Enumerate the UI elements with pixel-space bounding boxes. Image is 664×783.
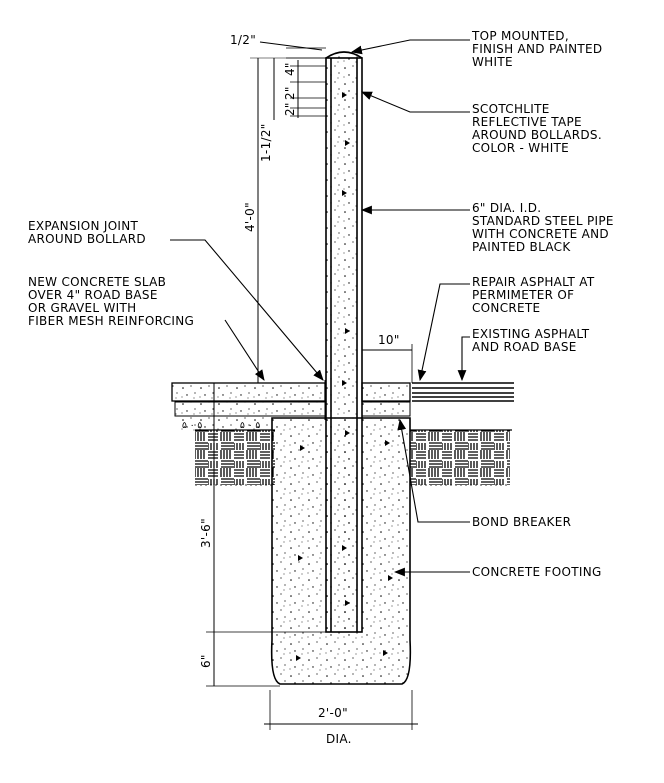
callout-repair-asphalt: REPAIR ASPHALT AT PERMIMETER OF CONCRETE <box>472 275 595 315</box>
callout-existing-asphalt: EXISTING ASPHALT AND ROAD BASE <box>472 327 590 354</box>
dim-bollard-height: 4'-0" <box>243 57 326 383</box>
svg-text:EXISTING ASPHALT: EXISTING ASPHALT <box>472 327 590 341</box>
svg-text:۵ ۰ ۵: ۵ ۰ ۵ <box>182 421 202 431</box>
callout-new-slab: NEW CONCRETE SLAB OVER 4" ROAD BASE OR G… <box>28 275 194 328</box>
svg-text:AROUND BOLLARD: AROUND BOLLARD <box>28 232 146 246</box>
dim-tape-4-label: 4" <box>283 62 297 76</box>
svg-text:SCOTCHLITE: SCOTCHLITE <box>472 102 550 116</box>
dim-tape: 4" 2" 2" 1-1/2" <box>259 58 326 162</box>
concrete-slab <box>171 382 411 402</box>
dim-footing-bottom: 6" <box>199 632 280 687</box>
callout-expansion-joint: EXPANSION JOINT AROUND BOLLARD <box>28 219 146 246</box>
svg-text:6" DIA. I.D.: 6" DIA. I.D. <box>472 201 541 215</box>
svg-text:OR GRAVEL WITH: OR GRAVEL WITH <box>28 301 136 315</box>
dim-tape-offset-label: 1-1/2" <box>259 123 273 162</box>
steel-pipe-bollard <box>296 51 393 661</box>
native-soil <box>195 429 512 486</box>
svg-text:AND ROAD BASE: AND ROAD BASE <box>472 340 577 354</box>
dim-cap: 1/2" <box>230 33 326 59</box>
dim-footing-depth: 3'-6" <box>199 383 326 633</box>
svg-text:NEW CONCRETE SLAB: NEW CONCRETE SLAB <box>28 275 166 289</box>
road-base: ۵ ۰ ۵ ۵ ۰ ۵ <box>174 401 411 432</box>
callout-concrete-footing: CONCRETE FOOTING <box>472 565 602 579</box>
dim-tape-2a-label: 2" <box>283 86 297 100</box>
svg-text:TOP MOUNTED,: TOP MOUNTED, <box>471 29 569 43</box>
dim-footing-width-label: 2'-0" <box>318 706 348 720</box>
svg-text:WITH CONCRETE AND: WITH CONCRETE AND <box>472 227 609 241</box>
existing-asphalt <box>412 382 514 402</box>
svg-text:BOND BREAKER: BOND BREAKER <box>472 515 571 529</box>
svg-text:WHITE: WHITE <box>472 55 513 69</box>
dim-footing-bottom-label: 6" <box>199 654 213 668</box>
svg-text:AROUND BOLLARDS.: AROUND BOLLARDS. <box>472 128 602 142</box>
dim-bollard-height-label: 4'-0" <box>243 202 257 232</box>
svg-text:OVER 4" ROAD BASE: OVER 4" ROAD BASE <box>28 288 158 302</box>
svg-text:PERMIMETER OF: PERMIMETER OF <box>472 288 574 302</box>
dim-footing-width: 2'-0" DIA. <box>264 690 418 746</box>
svg-text:EXPANSION JOINT: EXPANSION JOINT <box>28 219 139 233</box>
svg-text:REFLECTIVE TAPE: REFLECTIVE TAPE <box>472 115 582 129</box>
callout-top-mounted: TOP MOUNTED, FINISH AND PAINTED WHITE <box>471 29 602 69</box>
svg-text:FINISH AND PAINTED: FINISH AND PAINTED <box>472 42 602 56</box>
callout-scotchlite: SCOTCHLITE REFLECTIVE TAPE AROUND BOLLAR… <box>472 102 602 155</box>
svg-text:STANDARD STEEL PIPE: STANDARD STEEL PIPE <box>472 214 614 228</box>
svg-text:FIBER MESH REINFORCING: FIBER MESH REINFORCING <box>28 314 194 328</box>
dim-tape-2b-label: 2" <box>283 102 297 116</box>
svg-text:CONCRETE FOOTING: CONCRETE FOOTING <box>472 565 602 579</box>
dim-cap-label: 1/2" <box>230 33 256 47</box>
svg-text:PAINTED BLACK: PAINTED BLACK <box>472 240 571 254</box>
dim-footing-depth-label: 3'-6" <box>199 518 213 548</box>
svg-text:COLOR - WHITE: COLOR - WHITE <box>472 141 569 155</box>
dim-slab-extension-label: 10" <box>378 333 400 347</box>
callout-steel-pipe: 6" DIA. I.D. STANDARD STEEL PIPE WITH CO… <box>472 201 614 254</box>
dim-footing-width-note: DIA. <box>326 732 352 746</box>
dim-slab-extension: 10" <box>362 333 413 383</box>
leader-lines <box>170 39 470 577</box>
svg-text:CONCRETE: CONCRETE <box>472 301 540 315</box>
callout-bond-breaker: BOND BREAKER <box>472 515 571 529</box>
svg-text:۵ ۰ ۵: ۵ ۰ ۵ <box>240 421 260 431</box>
concrete-fill-marks <box>296 92 393 661</box>
svg-text:REPAIR ASPHALT AT: REPAIR ASPHALT AT <box>472 275 595 289</box>
